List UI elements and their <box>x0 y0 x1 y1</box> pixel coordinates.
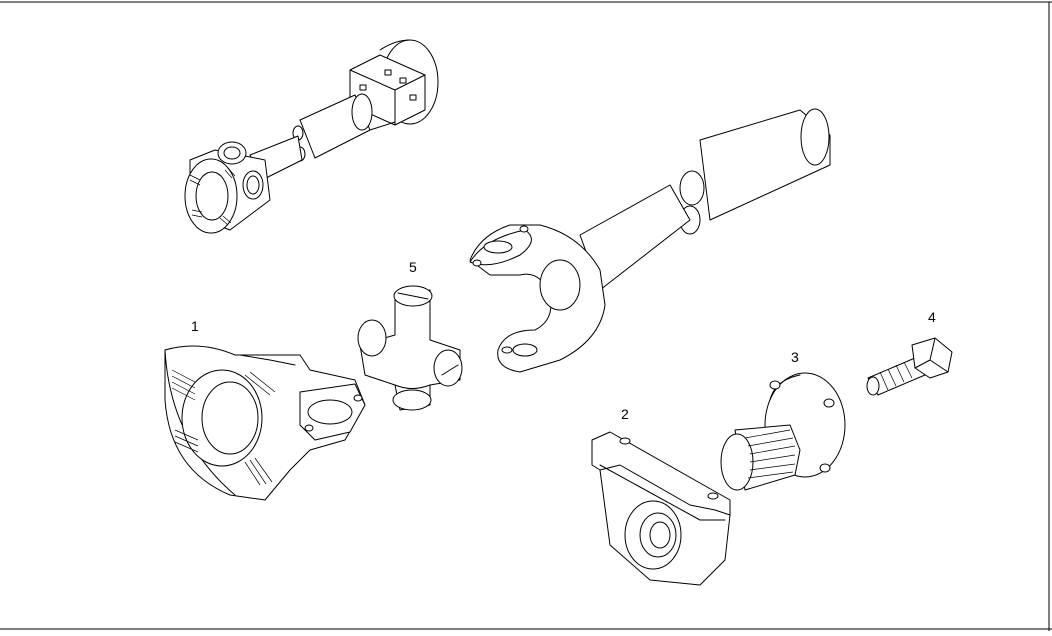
part-3-label: 3 <box>791 349 799 365</box>
part-1-label: 1 <box>191 318 199 334</box>
part-2-center-bearing-drawing <box>591 431 731 586</box>
part-5-universal-joint-cross-drawing <box>357 285 463 411</box>
assembled-driveshaft-drawing <box>184 39 439 234</box>
part-2-label: 2 <box>621 406 629 422</box>
part-1-flange-yoke-drawing <box>164 345 366 501</box>
part-4-hex-bolt-drawing <box>866 337 953 396</box>
long-shaft-yoke-drawing <box>469 108 831 373</box>
part-5-label: 5 <box>409 259 417 275</box>
part-4-label: 4 <box>928 309 936 325</box>
part-3-splined-flange-drawing <box>720 372 846 491</box>
